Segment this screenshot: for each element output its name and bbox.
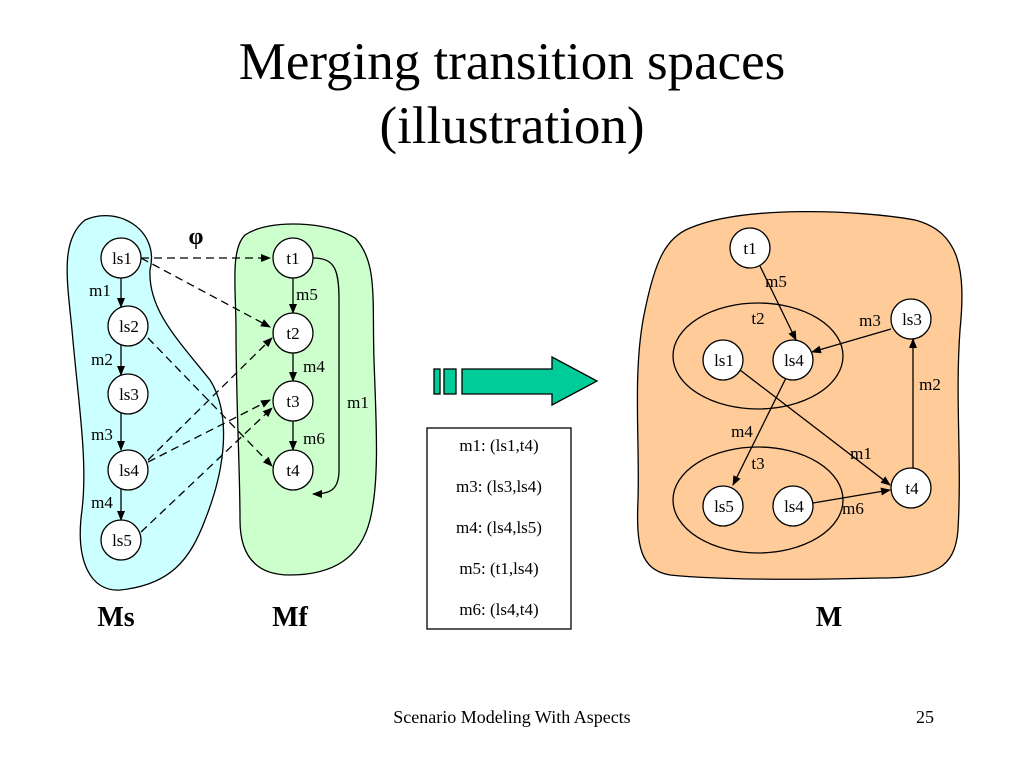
mf-state-node [272, 449, 314, 491]
m-state-label: ls4 [784, 351, 804, 370]
merge-arrow [433, 355, 599, 407]
merge-arrow-tick [433, 368, 441, 395]
ms-state-label: ls4 [119, 461, 139, 480]
m-transition-label: m4 [731, 422, 753, 441]
m-transition-label: m3 [859, 311, 881, 330]
ms-state-label: ls3 [119, 385, 139, 404]
m-label: M [816, 602, 842, 633]
m-state-node [890, 467, 932, 509]
mf-state-label: t4 [286, 461, 300, 480]
page-number: 25 [916, 707, 934, 727]
m-state-label: t1 [743, 239, 756, 258]
mapping-entry: m5: (t1,ls4) [459, 559, 538, 578]
m-arrow-m1 [739, 369, 891, 486]
mf-transitions [289, 257, 340, 498]
m-state-label: ls1 [714, 351, 734, 370]
m-group-label: t3 [751, 454, 764, 473]
ms-state-node [107, 305, 149, 347]
group-t2 [672, 302, 844, 410]
m-groups [672, 302, 844, 554]
slide-title: Merging transition spaces (illustration) [0, 30, 1024, 158]
m-state-node [890, 298, 932, 340]
mapping-arrows [140, 254, 273, 533]
m-arrow-m5 [759, 265, 797, 341]
ms-state-label: ls2 [119, 317, 139, 336]
m-state-node [772, 339, 814, 381]
group-t3 [672, 446, 844, 554]
m-transition-label: m5 [765, 272, 787, 291]
map-ls2-t4 [147, 337, 273, 467]
mf-state-node [272, 380, 314, 422]
mapping-entry: m3: (ls3,ls4) [456, 477, 542, 496]
mf-transition-label: m6 [303, 429, 325, 448]
mf-transition-label: m4 [303, 357, 325, 376]
region-labels: Ms Mf M [97, 602, 842, 633]
m-arrow-m4 [732, 377, 787, 486]
mf-nodes [272, 237, 314, 491]
ms-state-node [107, 373, 149, 415]
mf-labels: t1 t2 t3 t4 m5 m4 m6 m1 [286, 249, 368, 480]
ms-state-label: ls1 [112, 249, 132, 268]
map-ls4-t2 [147, 337, 273, 461]
mf-label: Mf [272, 602, 308, 633]
mf-state-label: t3 [286, 392, 299, 411]
ms-labels: ls1 ls2 ls3 ls4 ls5 m1 m2 m3 m4 [89, 249, 139, 550]
m-transition-label: m2 [919, 375, 941, 394]
m-state-node [729, 227, 771, 269]
mf-state-label: t1 [286, 249, 299, 268]
ms-state-node [100, 237, 142, 279]
m-state-label: ls5 [714, 497, 734, 516]
footer-text: Scenario Modeling With Aspects [393, 707, 631, 727]
mapping-entry: m1: (ls1,t4) [459, 436, 538, 455]
ms-label: Ms [97, 602, 134, 633]
ms-transition-label: m4 [91, 493, 113, 512]
mf-state-node [272, 312, 314, 354]
mf-transition-label: m1 [347, 393, 369, 412]
m-nodes [702, 227, 932, 527]
mf-arrow-m1 [312, 257, 340, 498]
m-transition-label: m1 [850, 444, 872, 463]
mapping-table: m1: (ls1,t4) m3: (ls3,ls4) m4: (ls4,ls5)… [426, 427, 572, 630]
phi-label: φ [189, 224, 204, 250]
mapping-entry: m4: (ls4,ls5) [456, 518, 542, 537]
m-state-node [772, 485, 814, 527]
m-arrow-m3 [811, 328, 892, 354]
ms-state-label: ls5 [112, 531, 132, 550]
merge-arrow-body [461, 355, 599, 407]
m-transitions [732, 265, 917, 504]
map-ls5-t3 [140, 407, 273, 533]
m-group-label: t2 [751, 309, 764, 328]
title-line-1: Merging transition spaces [238, 33, 786, 91]
ms-transition-label: m3 [91, 425, 113, 444]
m-transition-label: m6 [842, 499, 864, 518]
m-state-label: t4 [905, 479, 919, 498]
mapping-table-box [426, 427, 572, 630]
ms-transition-label: m2 [91, 350, 113, 369]
title-line-2: (illustration) [379, 97, 645, 155]
m-state-node [702, 485, 744, 527]
merge-arrow-tick [443, 368, 457, 395]
ms-nodes [100, 237, 149, 561]
m-state-label: ls4 [784, 497, 804, 516]
m-state-node [702, 339, 744, 381]
map-ls4-t3 [147, 399, 271, 463]
ms-transition-label: m1 [89, 281, 111, 300]
map-ls1-t2 [140, 257, 271, 328]
mapping-entry: m6: (ls4,t4) [459, 600, 538, 619]
mf-state-label: t2 [286, 324, 299, 343]
mf-state-node [272, 237, 314, 279]
m-labels: t1 ls3 ls1 ls4 ls5 ls4 t4 t2 t3 m5 m3 m2… [714, 239, 941, 518]
m-state-label: ls3 [902, 310, 922, 329]
mf-transition-label: m5 [296, 285, 318, 304]
m-arrow-m6 [812, 487, 891, 504]
ms-state-node [100, 519, 142, 561]
ms-state-node [107, 449, 149, 491]
